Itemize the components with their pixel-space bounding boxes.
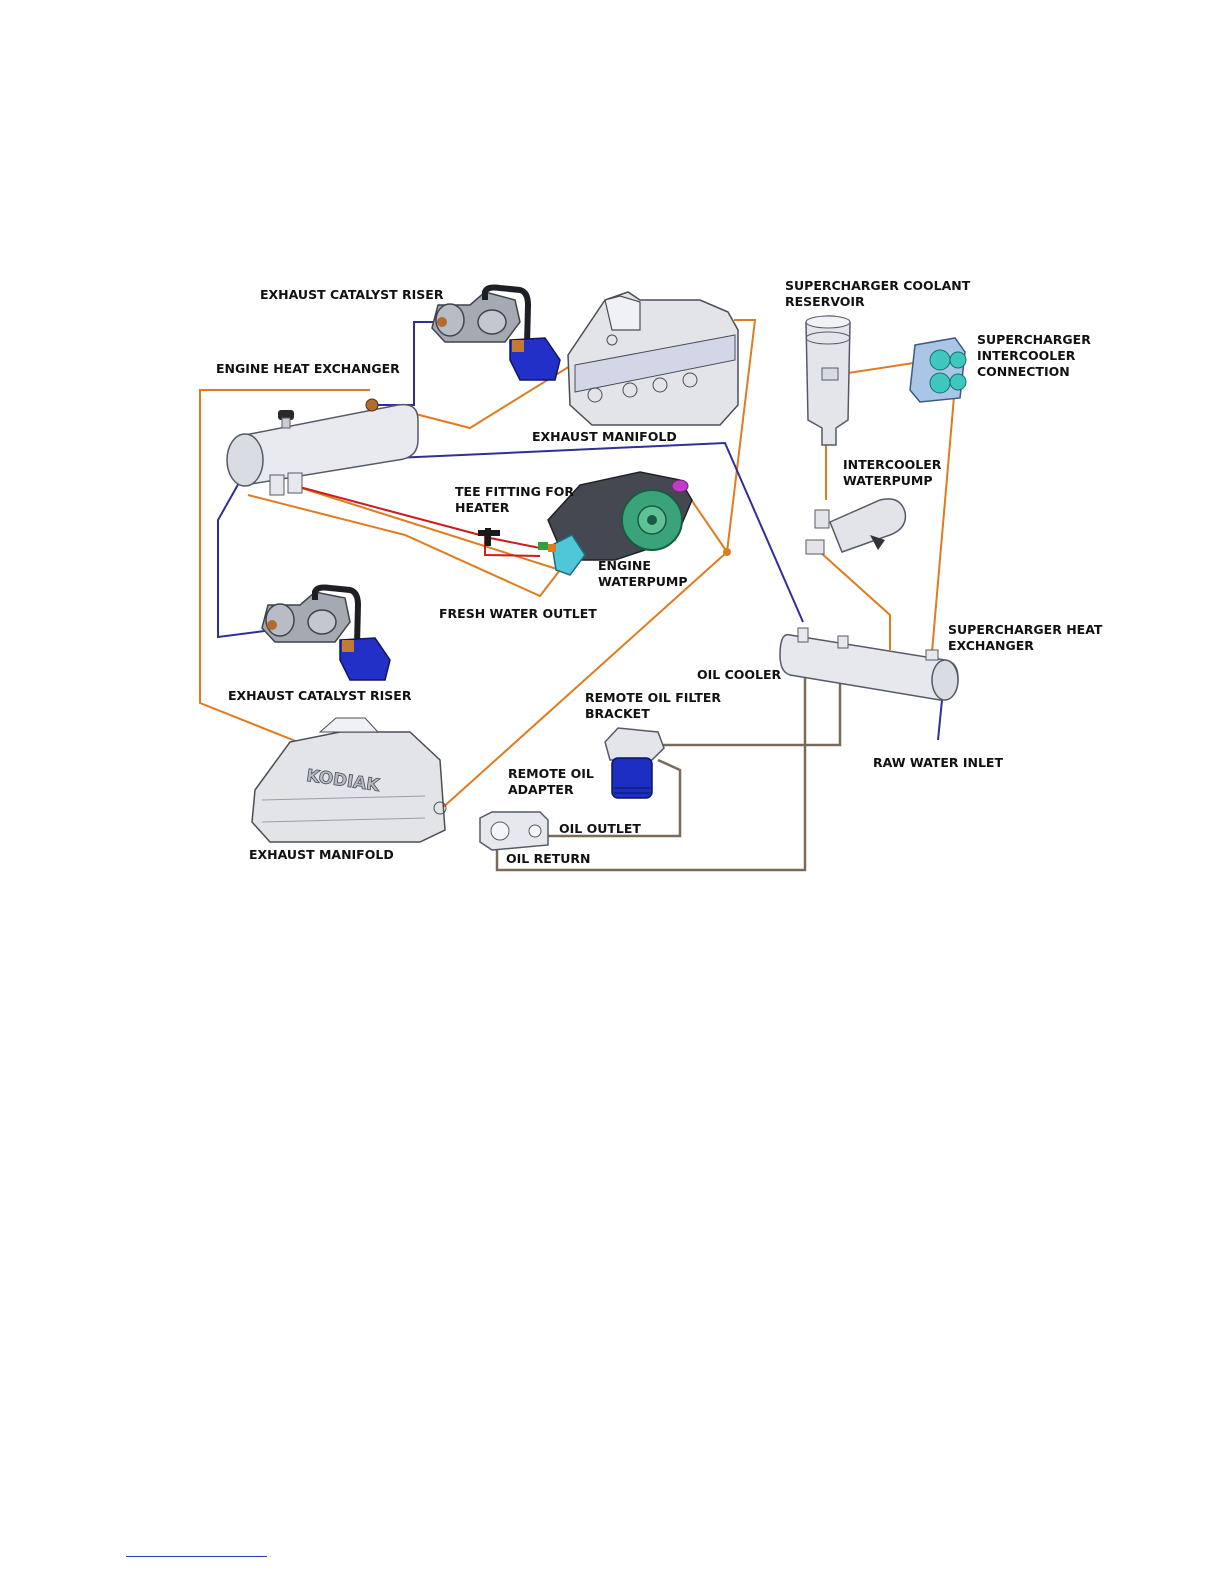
label-exhaust-manifold-bottom: EXHAUST MANIFOLD [249, 847, 394, 862]
label-supercharger-coolant-reservoir-1: SUPERCHARGER COOLANT [785, 278, 971, 293]
label-remote-oil-filter-bracket-1: REMOTE OIL FILTER [585, 690, 721, 705]
supercharger-coolant-reservoir [805, 315, 851, 446]
coolant-line-intercooler-to-sc-hx [931, 384, 956, 653]
oil-line-filter-to-outlet [535, 758, 682, 838]
label-remote-oil-adapter-2: ADAPTER [508, 782, 574, 797]
label-supercharger-intercooler-connection-1: SUPERCHARGER [977, 332, 1091, 347]
label-supercharger-coolant-reservoir-2: RESERVOIR [785, 294, 865, 309]
coolant-line-ic-pump-to-sc-hx [819, 551, 891, 650]
footnote-separator [126, 1556, 267, 1557]
label-intercooler-waterpump-2: WATERPUMP [843, 473, 933, 488]
raw-water-line-inlet [937, 699, 943, 741]
label-tee-fitting-1: TEE FITTING FOR [455, 484, 574, 499]
exhaust-catalyst-riser-top [431, 284, 561, 381]
coolant-line-left-trunk [199, 389, 370, 743]
coolant-line-junction-to-pump [687, 494, 728, 553]
engine-waterpump [538, 471, 693, 576]
intercooler-waterpump [805, 498, 907, 555]
label-supercharger-intercooler-connection-3: CONNECTION [977, 364, 1070, 379]
engine-heat-exchanger [226, 398, 419, 496]
label-tee-fitting-2: HEATER [455, 500, 510, 515]
label-supercharger-heat-exchanger-2: EXCHANGER [948, 638, 1034, 653]
exhaust-manifold-top [567, 291, 739, 426]
label-exhaust-manifold-top: EXHAUST MANIFOLD [532, 429, 677, 444]
tee-fitting-for-heater [478, 528, 500, 546]
coolant-junction-dot [723, 548, 731, 556]
coolant-line-junction-to-lower-manifold [439, 551, 728, 811]
raw-water-line-hx-to-oil-cooler [394, 441, 804, 623]
label-remote-oil-adapter-1: REMOTE OIL [508, 766, 594, 781]
label-supercharger-heat-exchanger-1: SUPERCHARGER HEAT [948, 622, 1103, 637]
oil-line-return [495, 670, 807, 872]
supercharger-heat-exchanger [779, 627, 959, 701]
label-oil-outlet: OIL OUTLET [559, 821, 641, 836]
label-exhaust-catalyst-riser-bottom: EXHAUST CATALYST RISER [228, 688, 412, 703]
coolant-lines [199, 319, 956, 811]
remote-oil-filter-bracket [604, 727, 665, 799]
heater-line-to-tee [291, 484, 481, 536]
label-intercooler-waterpump-1: INTERCOOLER [843, 457, 942, 472]
label-exhaust-catalyst-riser-top: EXHAUST CATALYST RISER [260, 287, 444, 302]
labels: EXHAUST CATALYST RISER ENGINE HEAT EXCHA… [216, 278, 1103, 866]
heater-line-tee-to-pump [489, 537, 541, 549]
label-oil-return: OIL RETURN [506, 851, 591, 866]
exhaust-manifold-bottom: KODIAK [251, 717, 447, 843]
label-fresh-water-outlet: FRESH WATER OUTLET [439, 606, 597, 621]
remote-oil-adapter [479, 811, 549, 851]
label-raw-water-inlet: RAW WATER INLET [873, 755, 1003, 770]
supercharger-intercooler-connection [909, 337, 967, 403]
coolant-line-hx-to-manifold [399, 339, 613, 430]
exhaust-catalyst-riser-bottom [261, 584, 391, 681]
raw-water-line-riser-top [372, 321, 445, 406]
label-supercharger-intercooler-connection-2: INTERCOOLER [977, 348, 1076, 363]
label-engine-waterpump-1: ENGINE [598, 558, 651, 573]
coolant-line-hx-to-outlet-2 [247, 494, 561, 598]
label-remote-oil-filter-bracket-2: BRACKET [585, 706, 650, 721]
label-engine-heat-exchanger: ENGINE HEAT EXCHANGER [216, 361, 400, 376]
coolant-line-manifold-to-junction [726, 319, 757, 553]
label-oil-cooler: OIL COOLER [697, 667, 782, 682]
label-engine-waterpump-2: WATERPUMP [598, 574, 688, 589]
